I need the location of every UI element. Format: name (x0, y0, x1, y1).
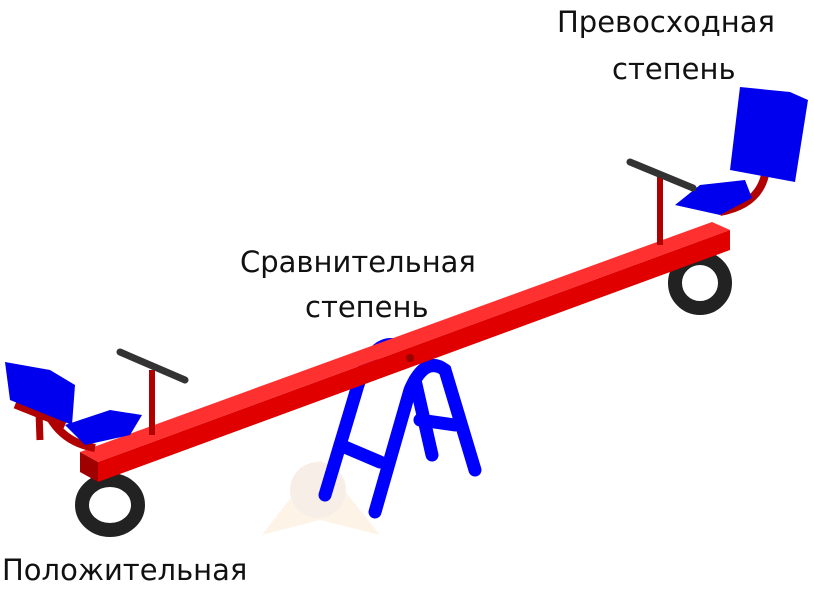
comparative-label-line2: степень (305, 290, 429, 324)
positive-label: Положительная (2, 553, 248, 587)
comparative-label-line1: Сравнительная (240, 245, 476, 279)
pivot-bolt (406, 354, 414, 362)
left-seat (5, 348, 189, 452)
right-seat (626, 87, 808, 245)
superlative-label-line2: степень (612, 52, 736, 86)
left-wheel (75, 473, 145, 537)
beam (80, 222, 730, 482)
superlative-label-line1: Превосходная (557, 5, 775, 39)
